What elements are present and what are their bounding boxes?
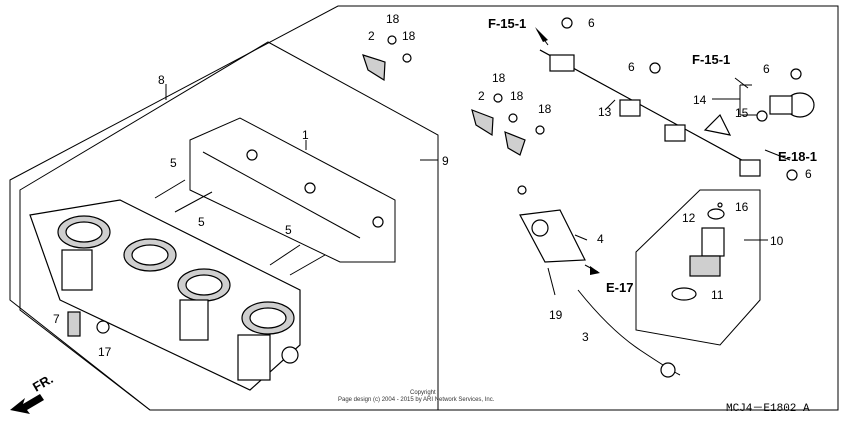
bolt-19	[547, 267, 556, 296]
throttle-shaft	[202, 151, 361, 239]
callout-13: 13	[598, 105, 612, 119]
callout-3: 3	[582, 330, 589, 344]
callout-19: 19	[549, 308, 563, 322]
ref-e17: E-17	[606, 280, 633, 295]
front-label: FR.	[30, 371, 56, 394]
callout-6d: 6	[805, 167, 812, 181]
ref-f15-right: F-15-1	[692, 52, 730, 67]
sensor-4	[517, 185, 586, 263]
screw-5-group	[154, 179, 326, 276]
injector	[671, 202, 725, 301]
pressure-regulator	[756, 92, 815, 122]
callout-6a: 6	[588, 16, 595, 30]
fastener-18-group	[362, 35, 545, 156]
callout-18d: 18	[510, 89, 524, 103]
callout-9: 9	[442, 154, 449, 168]
callout-16: 16	[735, 200, 749, 214]
callout-5a: 5	[170, 156, 177, 170]
bolt-17	[96, 320, 110, 334]
callout-5b: 5	[198, 215, 205, 229]
front-direction-arrow-icon	[10, 394, 44, 414]
callout-5c: 5	[285, 223, 292, 237]
callout-6b: 6	[628, 60, 635, 74]
ref-e18: E-18-1	[778, 149, 817, 164]
copyright-line2: Page design (c) 2004 - 2015 by ARI Netwo…	[338, 397, 495, 403]
callout-11: 11	[711, 288, 724, 302]
ref-f15-top: F-15-1	[488, 16, 526, 31]
diagram-code: MCJ4－E1802 A	[726, 403, 810, 415]
clip-7	[67, 311, 81, 337]
callout-17: 17	[98, 345, 112, 359]
callout-10: 10	[770, 234, 784, 248]
callout-6c: 6	[763, 62, 770, 76]
frame-outer	[9, 5, 839, 411]
callout-4: 4	[597, 232, 604, 246]
callout-labels: 1 2 2 3 4 5 5 5 6 6 6 6 6 7 8 9 10 11 12…	[53, 12, 812, 359]
callout-2a: 2	[368, 29, 375, 43]
copyright-line1: Copyright	[410, 390, 436, 396]
callout-18c: 18	[492, 71, 506, 85]
frame-10	[635, 189, 761, 346]
fuel-rail	[539, 49, 761, 177]
callout-12: 12	[682, 211, 696, 225]
callout-8: 8	[158, 73, 165, 87]
frame-1	[189, 117, 396, 263]
callout-18e: 18	[538, 102, 552, 116]
callout-1: 1	[302, 128, 309, 142]
ref-arrows	[535, 27, 791, 275]
cable-3	[577, 289, 681, 376]
leader-lines	[165, 84, 768, 241]
callout-18b: 18	[402, 29, 416, 43]
callout-18a: 18	[386, 12, 400, 26]
throttle-body	[29, 199, 301, 391]
callout-7: 7	[53, 312, 60, 326]
callout-2b: 2	[478, 89, 485, 103]
bolt-6-group	[561, 17, 802, 181]
callout-15: 15	[735, 106, 749, 120]
callout-14: 14	[693, 93, 707, 107]
